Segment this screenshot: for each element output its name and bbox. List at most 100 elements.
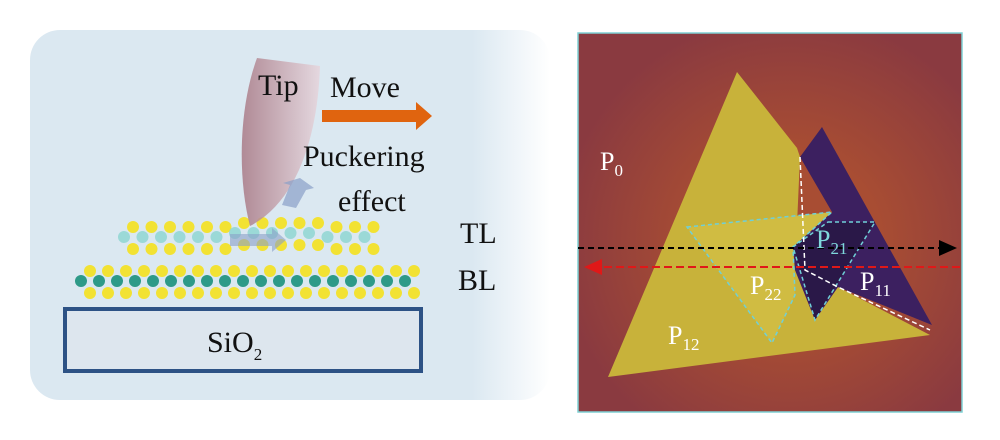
sulfur-atom [219,221,232,233]
metal-atom [210,231,223,243]
metal-atom [345,275,357,287]
metal-atom [321,231,334,243]
substrate-label: SiO2 [207,326,262,364]
puckering-arrow [282,178,314,208]
sulfur-atom [408,265,420,277]
sulfur-atom [219,243,232,255]
sulfur-atom [174,265,186,277]
label-p12: P12 [668,321,699,354]
sulfur-atom [336,265,348,277]
sulfur-atom [84,287,96,299]
label-p21: P21 [816,225,847,258]
sulfur-atom [156,265,168,277]
sulfur-atom [174,287,186,299]
label-p0: P0 [600,147,623,180]
sulfur-atom [293,239,306,251]
sulfur-atom [246,287,258,299]
sulfur-atom [127,243,139,255]
sulfur-atom [102,287,114,299]
afm-image-panel: P0 P21 P22 P11 P12 [577,32,963,413]
sulfur-atom [156,287,168,299]
metal-atom [165,275,177,287]
atomic-layers [75,217,420,299]
sulfur-atom [282,287,294,299]
sulfur-atom [182,221,195,233]
sulfur-atom [354,265,366,277]
sulfur-atom [372,265,384,277]
sulfur-atom [145,221,158,233]
metal-atom [363,275,375,287]
move-arrow [322,102,432,130]
sulfur-atom [372,287,384,299]
sulfur-atom [293,217,306,229]
sulfur-atom [120,287,132,299]
metal-atom [309,275,321,287]
schematic-panel: Tip Move Puckering effect TL BL SiO2 [30,30,550,400]
sulfur-atom [300,287,312,299]
sulfur-atom [138,287,150,299]
top-layer-label: TL [460,217,497,250]
sulfur-atom [408,287,420,299]
sulfur-atom [367,221,380,233]
metal-atom [173,231,186,243]
sulfur-atom [138,265,150,277]
sio2-substrate [63,307,423,373]
sulfur-atom [390,265,402,277]
metal-atom [358,231,371,243]
sulfur-atom [210,265,222,277]
sulfur-atom [349,243,361,255]
metal-atom [303,227,315,239]
metal-atom [201,275,213,287]
sulfur-atom [300,265,312,277]
sulfur-atom [201,243,213,255]
metal-atom [183,275,195,287]
tip-motion-arrow [230,228,286,252]
sulfur-atom [330,221,343,233]
metal-atom [111,275,123,287]
sulfur-atom [318,265,330,277]
metal-atom [291,275,303,287]
sulfur-atom [390,287,402,299]
boundary-white-dashed [799,156,931,331]
metal-atom [399,275,411,287]
sulfur-atom [120,265,132,277]
sulfur-atom [367,243,380,255]
metal-atom [237,275,249,287]
bottom-layer-label: BL [458,264,496,297]
sulfur-atom [330,243,343,255]
sulfur-atom [192,287,204,299]
sulfur-atom [182,243,195,255]
sulfur-atom [312,217,324,229]
region-p22-outline [685,211,835,345]
sulfur-atom [318,287,330,299]
region-p21-outline [792,221,877,322]
metal-atom [284,227,297,239]
sulfur-atom [201,221,213,233]
afm-tip [241,58,320,226]
sulfur-atom [275,217,287,229]
metal-atom [192,231,204,243]
metal-atom [147,275,159,287]
sulfur-atom [192,265,204,277]
sulfur-atom [349,221,361,233]
puckering-label: Puckering [303,140,425,173]
metal-atom [129,275,141,287]
metal-atom [155,231,167,243]
sulfur-atom [312,239,324,251]
sulfur-atom [264,287,276,299]
move-label: Move [330,71,400,104]
sulfur-atom [127,221,139,233]
tip-label: Tip [258,69,299,102]
sulfur-atom [145,243,158,255]
sulfur-atom [238,217,250,229]
metal-atom [381,275,393,287]
sulfur-atom [210,287,222,299]
metal-atom [93,275,105,287]
metal-atom [118,231,130,243]
sulfur-atom [84,265,96,277]
metal-atom [255,275,267,287]
sulfur-atom [282,265,294,277]
sulfur-atom [228,265,240,277]
label-p11: P11 [860,267,891,300]
